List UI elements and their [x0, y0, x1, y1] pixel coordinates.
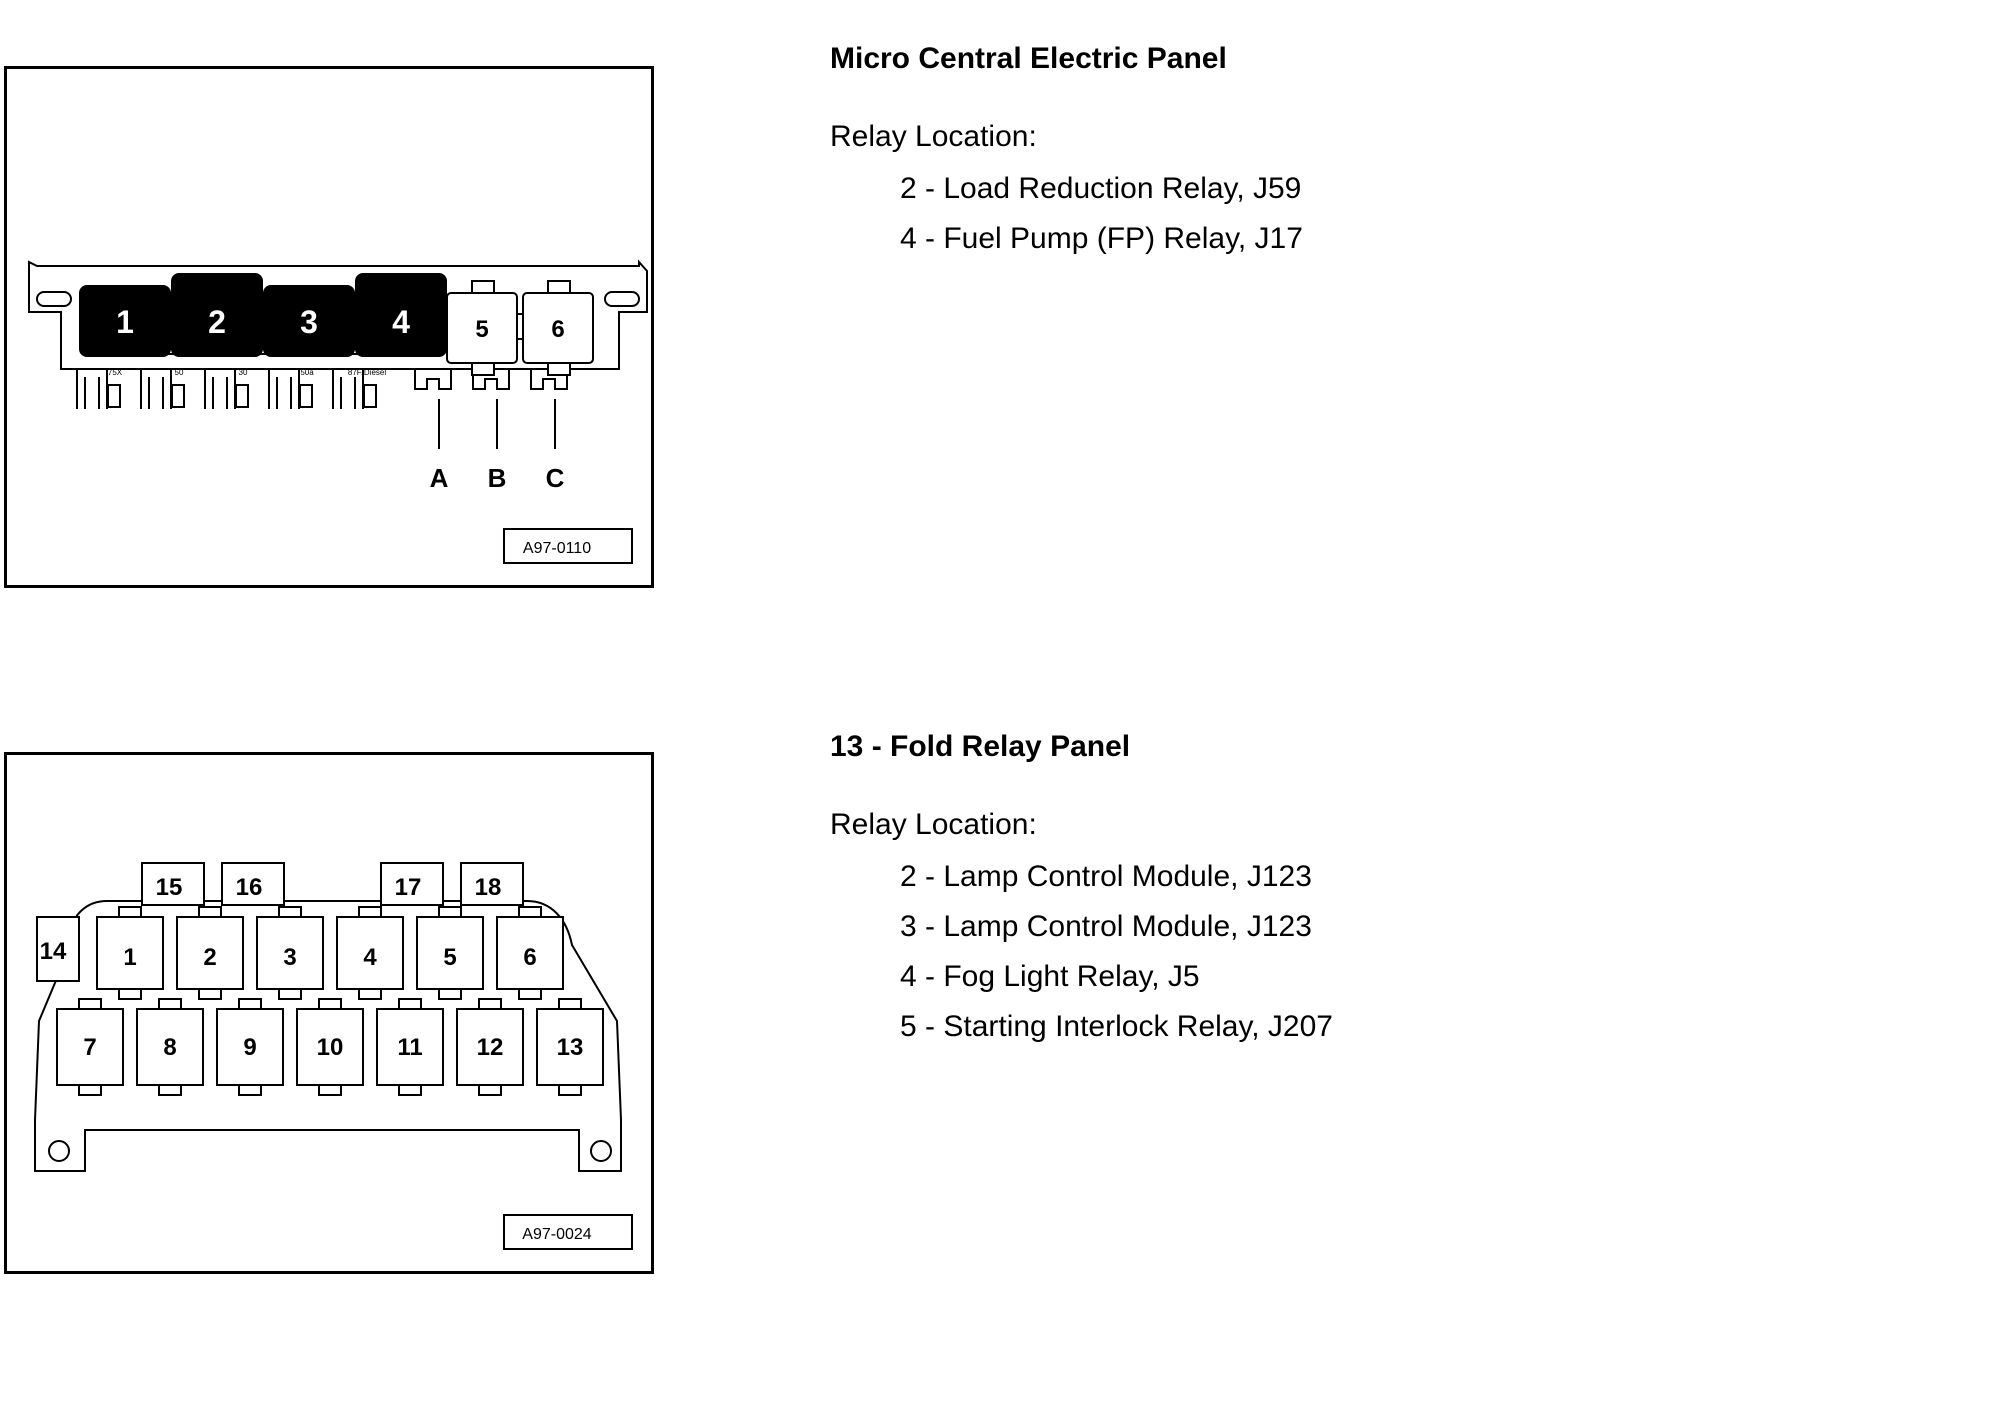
relay-12 [456, 998, 524, 1096]
terminal-label: 87F/Diesel [348, 368, 386, 377]
relay-number: 5 [443, 944, 456, 971]
relay-number: 5 [475, 316, 488, 343]
relay-number: 2 [203, 944, 216, 971]
relay-18 [460, 862, 524, 906]
mount-hole-left [36, 291, 72, 307]
list-item: 4 - Fuel Pump (FP) Relay, J17 [900, 222, 1303, 255]
figure-id: A97-0110 [523, 540, 591, 557]
relay-number: 18 [475, 874, 502, 901]
relay-number: 6 [523, 944, 536, 971]
relay-list: 2 - Lamp Control Module, J123 3 - Lamp C… [830, 852, 1333, 1052]
mount-hole-left [48, 1140, 70, 1162]
relay-16 [221, 862, 285, 906]
section-title: Micro Central Electric Panel [830, 42, 1227, 75]
relay-2 [176, 906, 244, 1000]
list-item: 2 - Load Reduction Relay, J59 [900, 172, 1302, 205]
relay-number: 9 [243, 1034, 256, 1061]
relay-number: 1 [123, 944, 136, 971]
micro-relay-small-5 [440, 280, 518, 376]
relay-number: 1 [116, 304, 134, 340]
relay-number: 3 [300, 304, 318, 340]
relay-number: 7 [83, 1034, 96, 1061]
relay-17 [380, 862, 444, 906]
relay-number: 13 [557, 1034, 584, 1061]
relay-location-label: Relay Location: [830, 120, 1037, 153]
relay-6 [496, 906, 564, 1000]
relay-number: 10 [317, 1034, 344, 1061]
relay-10 [296, 998, 364, 1096]
section-title: 13 - Fold Relay Panel [830, 730, 1131, 763]
relay-location-label: Relay Location: [830, 808, 1037, 841]
terminal-label: 50 [175, 368, 184, 377]
micro-relay-large-4: 4 [355, 273, 447, 357]
relay-number: 12 [477, 1034, 504, 1061]
callout-b: B [488, 463, 507, 493]
relay-number: 2 [208, 304, 226, 340]
relay-number: 8 [163, 1034, 176, 1061]
relay-number: 16 [236, 874, 263, 901]
micro-relay-large-2: 2 [171, 273, 263, 357]
relay-list: 2 - Load Reduction Relay, J59 4 - Fuel P… [830, 164, 1303, 264]
relay-15 [141, 862, 205, 906]
relay-4 [336, 906, 404, 1000]
micro-relay-small-6 [516, 280, 594, 376]
relay-7 [56, 998, 124, 1096]
relay-11 [376, 998, 444, 1096]
list-item: 5 - Starting Interlock Relay, J207 [900, 1010, 1333, 1043]
relay-number: 3 [283, 944, 296, 971]
callout-a: A [430, 463, 449, 493]
list-item: 3 - Lamp Control Module, J123 [900, 910, 1312, 943]
terminal-label: 75X [108, 368, 123, 377]
callout-c: C [546, 463, 565, 493]
fold-panel-figure: 15 16 17 18 14 1 2 3 4 5 6 7 8 9 10 11 [4, 752, 654, 1274]
list-item: 4 - Fog Light Relay, J5 [900, 960, 1200, 993]
terminal-label: 30 [239, 368, 248, 377]
micro-relay-large-3: 3 [263, 285, 355, 357]
mount-hole-right [604, 291, 640, 307]
relay-number: 4 [363, 944, 377, 971]
relay-13 [536, 998, 604, 1096]
micro-relay-large-1: 1 [79, 285, 171, 357]
list-item: 2 - Lamp Control Module, J123 [900, 860, 1312, 893]
relay-number: 6 [551, 316, 564, 343]
relay-number: 14 [40, 938, 67, 965]
fold-panel-diagram: 15 16 17 18 14 1 2 3 4 5 6 7 8 9 10 11 [34, 862, 633, 1250]
relay-8 [136, 998, 204, 1096]
relay-number: 15 [156, 874, 183, 901]
micro-panel-figure: 1 2 3 4 75X 50 30 50a 87F/Diesel 5 [4, 66, 654, 588]
figure-id: A97-0024 [522, 1226, 591, 1243]
relay-5 [416, 906, 484, 1000]
relay-number: 17 [395, 874, 422, 901]
relay-number: 11 [397, 1034, 422, 1061]
relay-number: 4 [392, 304, 410, 340]
relay-14 [36, 916, 80, 982]
mount-hole-right [590, 1140, 612, 1162]
relay-9 [216, 998, 284, 1096]
relay-3 [256, 906, 324, 1000]
relay-1 [96, 906, 164, 1000]
micro-panel-diagram: 1 2 3 4 75X 50 30 50a 87F/Diesel 5 [28, 259, 648, 564]
fold-panel-text: 13 - Fold Relay Panel Relay Location: 2 … [830, 730, 1333, 1052]
terminal-label: 50a [300, 368, 314, 377]
fuse-pins [76, 369, 377, 409]
micro-panel-text: Micro Central Electric Panel Relay Locat… [830, 42, 1303, 264]
